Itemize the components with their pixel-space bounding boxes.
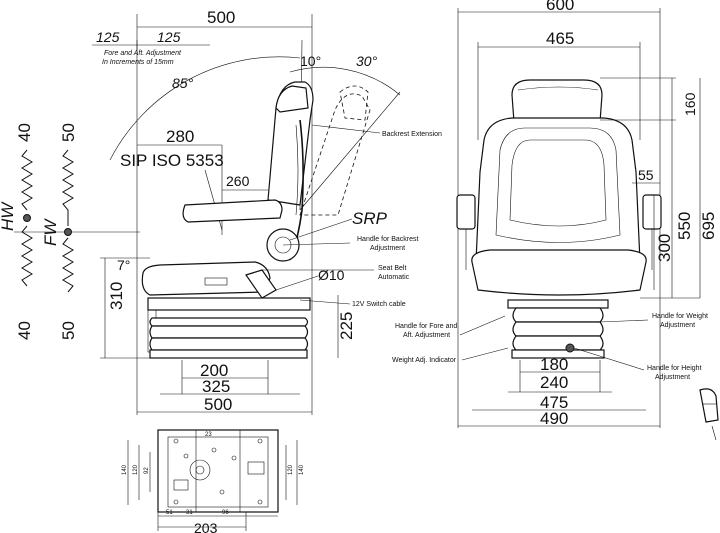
- dim-260: 260: [226, 173, 250, 189]
- vibration-symbols: HW FW 40 50 40 50: [0, 123, 140, 340]
- right-armrest: [642, 194, 662, 230]
- label-handle-backrest-2: Adjustment: [370, 245, 405, 252]
- label-srp: SRP: [352, 209, 388, 228]
- dim-695: 695: [699, 212, 718, 240]
- dim-160: 160: [682, 92, 698, 116]
- dim-55: 55: [638, 167, 654, 183]
- dim-490: 490: [540, 409, 568, 428]
- hw-bottom-value: 40: [15, 321, 34, 340]
- dim-125-back: 125: [157, 29, 181, 45]
- dim-500-bottom: 500: [204, 395, 232, 414]
- base-dim-120-left: 120: [133, 464, 139, 475]
- center-bore: [189, 459, 211, 481]
- base-dim-31: 31: [186, 510, 193, 516]
- base-dim-203: 203: [194, 520, 218, 533]
- fw-bottom-value: 50: [59, 321, 78, 340]
- hw-label: HW: [0, 201, 17, 231]
- dim-280: 280: [166, 127, 194, 146]
- dim-465: 465: [546, 29, 574, 48]
- label-fore-aft-increments: In Increments of 15mm: [102, 59, 174, 66]
- label-handle-height-2: Adjustment: [655, 374, 690, 381]
- left-armrest: [456, 194, 476, 230]
- label-fore-aft: Fore and Aft. Adjustment: [104, 50, 182, 57]
- fw-marker: [64, 228, 72, 236]
- angle-30: 30°: [356, 53, 378, 69]
- dim-125-fwd: 125: [96, 29, 120, 45]
- hw-marker: [23, 214, 31, 222]
- fw-top-value: 50: [59, 123, 78, 142]
- dim-phi10: Ø10: [318, 267, 345, 283]
- dim-240: 240: [540, 373, 568, 392]
- base-dim-140-right: 140: [299, 464, 305, 475]
- label-sip: SIP ISO 5353: [120, 151, 224, 170]
- label-handle-backrest-1: Handle for Backrest: [357, 236, 419, 243]
- base-dim-51: 51: [166, 510, 173, 516]
- base-dim-23: 23: [205, 432, 212, 438]
- label-seat-belt-1: Seat Belt: [378, 265, 406, 272]
- label-backrest-extension: Backrest Extension: [382, 131, 442, 138]
- dim-225: 225: [337, 312, 356, 340]
- dim-200: 200: [200, 361, 228, 380]
- label-handle-fore-aft-1: Handle for Fore and: [395, 323, 457, 330]
- fw-label: FW: [41, 218, 60, 246]
- label-weight-indicator: Weight Adj. Indicator: [392, 357, 457, 364]
- dim-300: 300: [655, 234, 674, 262]
- height-handle-knob: [565, 343, 575, 353]
- dim-550: 550: [675, 212, 694, 240]
- base-dim-92: 92: [144, 467, 150, 474]
- base-dim-140-left: 140: [122, 464, 128, 475]
- dim-600: 600: [546, 0, 574, 14]
- base-plate: 140 120 92 120 140 51 31 96 23 203: [122, 429, 305, 533]
- angle-10: 10°: [300, 53, 321, 69]
- side-view: 500 125 125 Fore and Aft. Adjustment In …: [92, 8, 509, 415]
- base-dim-96: 96: [222, 510, 229, 516]
- angle-7: 7°: [117, 257, 130, 273]
- label-handle-weight-1: Handle for Weight: [652, 313, 708, 320]
- dim-475: 475: [540, 393, 568, 412]
- front-view: 600 465 160 55 550: [456, 0, 719, 441]
- label-switch-cable: 12V Switch cable: [352, 301, 406, 308]
- label-seat-belt-2: Automatic: [378, 274, 410, 281]
- base-dim-120-right: 120: [288, 464, 294, 475]
- hw-top-value: 40: [15, 123, 34, 142]
- dim-310: 310: [107, 282, 126, 310]
- angle-85: 85°: [172, 75, 194, 91]
- dim-500-top: 500: [207, 8, 235, 27]
- side-callouts: Backrest Extension Handle for Backrest A…: [262, 124, 509, 364]
- dim-325: 325: [202, 377, 230, 396]
- label-handle-weight-2: Adjustment: [660, 322, 695, 329]
- label-handle-height-1: Handle for Height: [647, 365, 702, 372]
- dim-180: 180: [540, 355, 568, 374]
- label-handle-fore-aft-2: Aft. Adjustment: [403, 332, 450, 339]
- fore-aft-handle: [204, 277, 228, 286]
